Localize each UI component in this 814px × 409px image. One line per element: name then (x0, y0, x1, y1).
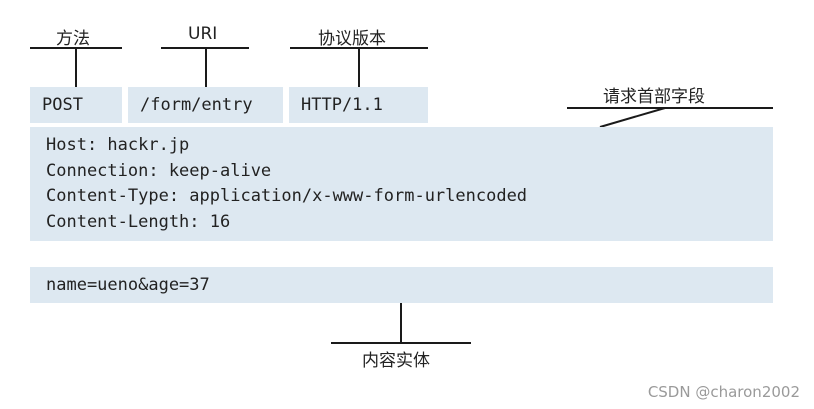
body-value: name=ueno&age=37 (46, 275, 210, 295)
version-value: HTTP/1.1 (301, 95, 383, 115)
header-field-content-length: Content-Length: 16 (46, 211, 231, 232)
version-bracket-vertical (358, 47, 360, 87)
body-bracket-vertical (400, 303, 402, 343)
body-bracket-horizontal (331, 342, 471, 344)
body-box: name=ueno&age=37 (30, 267, 773, 303)
header-fields-box (30, 127, 773, 241)
method-bracket-vertical (75, 47, 77, 87)
uri-value: /form/entry (140, 95, 253, 115)
header-field-connection: Connection: keep-alive (46, 160, 272, 181)
header-field-host: Host: hackr.jp (46, 135, 190, 155)
uri-label: URI (188, 24, 218, 44)
method-label: 方法 (56, 29, 90, 49)
headers-label: 请求首部字段 (603, 87, 705, 107)
version-label: 协议版本 (318, 29, 386, 49)
body-label: 内容实体 (362, 351, 430, 371)
watermark-text: CSDN @charon2002 (647, 383, 800, 401)
method-box: POST (30, 87, 122, 123)
header-field-content-type: Content-Type: application/x-www-form-url… (46, 186, 528, 206)
version-box: HTTP/1.1 (289, 87, 428, 123)
method-value: POST (42, 95, 83, 115)
header-fields-list: Host: hackr.jp Connection: keep-alive Co… (46, 133, 527, 235)
uri-bracket-vertical (205, 47, 207, 87)
headers-bracket-horizontal (567, 107, 773, 109)
uri-box: /form/entry (128, 87, 283, 123)
